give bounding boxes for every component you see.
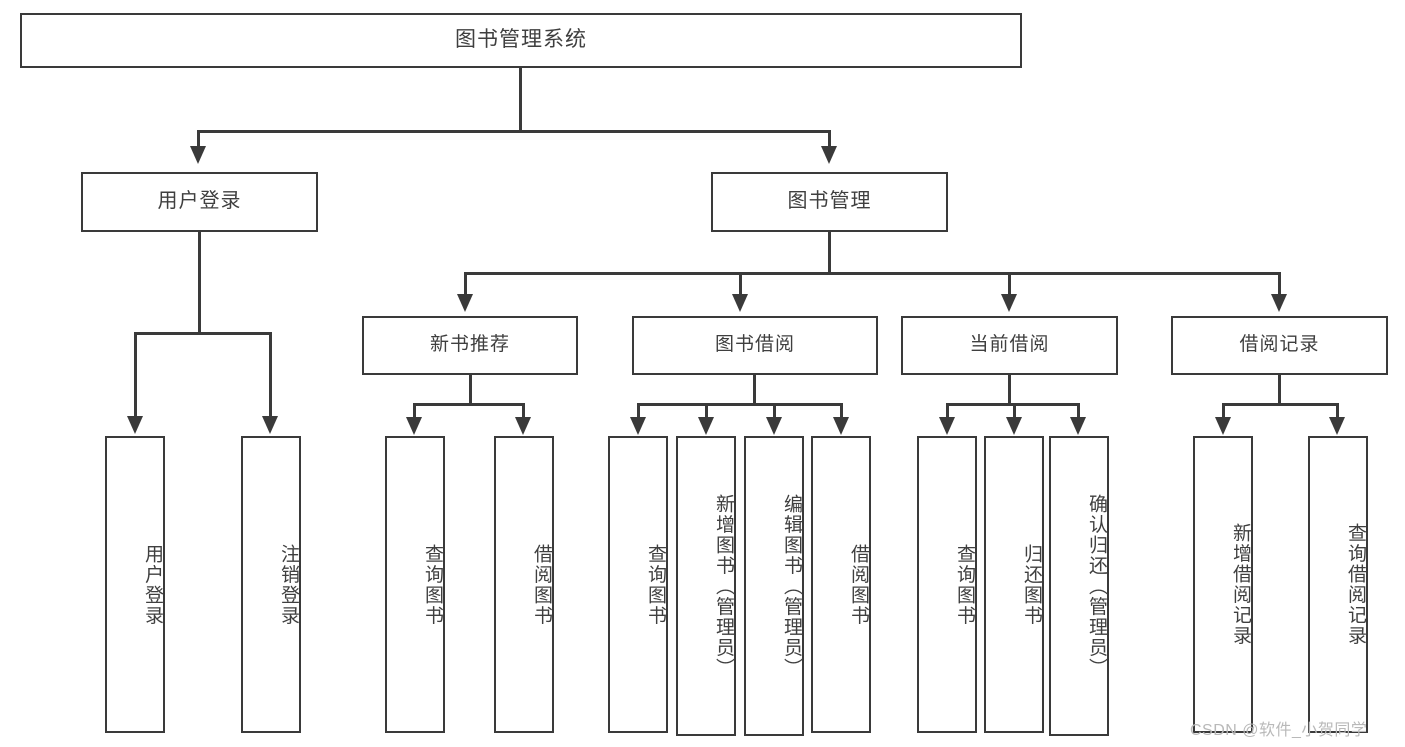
node-label: 注销登录 bbox=[278, 543, 299, 626]
leaf-cb-query-book[interactable]: 查询图书 bbox=[917, 436, 977, 733]
node-label: 用户登录 bbox=[157, 190, 242, 213]
leaf-cb-confirm-return-admin[interactable]: 确认归还（管理员） bbox=[1049, 436, 1109, 736]
node-user-login[interactable]: 用户登录 bbox=[81, 172, 318, 232]
connector-bb-drop-1 bbox=[637, 403, 640, 419]
connector-nbr-drop-2 bbox=[522, 403, 525, 419]
connector-br-bus bbox=[1222, 403, 1339, 406]
node-new-book-recommend[interactable]: 新书推荐 bbox=[362, 316, 578, 375]
arrow-to-leaf-cb-3 bbox=[1070, 417, 1086, 435]
connector-bm-drop-2 bbox=[739, 272, 742, 296]
node-label: 查询图书 bbox=[954, 543, 975, 626]
arrow-to-book-management bbox=[821, 146, 837, 164]
connector-nbr-drop-1 bbox=[413, 403, 416, 419]
connector-user-login-drop-1 bbox=[134, 332, 137, 418]
arrow-to-leaf-cb-1 bbox=[939, 417, 955, 435]
node-borrow-record[interactable]: 借阅记录 bbox=[1171, 316, 1388, 375]
leaf-bb-edit-book-admin[interactable]: 编辑图书（管理员） bbox=[744, 436, 804, 736]
leaf-bb-add-book-admin[interactable]: 新增图书（管理员） bbox=[676, 436, 736, 736]
node-label: 图书管理系统 bbox=[455, 28, 587, 52]
leaf-br-query-record[interactable]: 查询借阅记录 bbox=[1308, 436, 1368, 733]
node-label: 用户登录 bbox=[142, 543, 163, 626]
connector-bb-stem bbox=[753, 375, 756, 405]
connector-cb-drop-1 bbox=[946, 403, 949, 419]
arrow-to-leaf-bb-4 bbox=[833, 417, 849, 435]
connector-nbr-bus bbox=[413, 403, 525, 406]
connector-br-drop-2 bbox=[1336, 403, 1339, 419]
arrow-to-user-login bbox=[190, 146, 206, 164]
arrow-to-leaf-bb-3 bbox=[766, 417, 782, 435]
leaf-user-login[interactable]: 用户登录 bbox=[105, 436, 165, 733]
connector-book-management-bus bbox=[464, 272, 1278, 275]
leaf-logout[interactable]: 注销登录 bbox=[241, 436, 301, 733]
connector-root-stem bbox=[519, 68, 522, 132]
connector-br-drop-1 bbox=[1222, 403, 1225, 419]
connector-bm-drop-1 bbox=[464, 272, 467, 296]
arrow-to-leaf-user-login bbox=[127, 416, 143, 434]
node-label: 归还图书 bbox=[1021, 543, 1042, 626]
connector-user-login-stem bbox=[198, 232, 201, 334]
connector-book-management-stem bbox=[828, 232, 831, 274]
node-label: 借阅图书 bbox=[531, 543, 552, 626]
node-label: 借阅图书 bbox=[848, 543, 869, 626]
arrow-to-current-borrow bbox=[1001, 294, 1017, 312]
node-label: 新书推荐 bbox=[429, 334, 510, 356]
node-current-borrow[interactable]: 当前借阅 bbox=[901, 316, 1118, 375]
arrow-to-leaf-bb-1 bbox=[630, 417, 646, 435]
leaf-nbr-borrow-book[interactable]: 借阅图书 bbox=[494, 436, 554, 733]
node-root-book-management-system[interactable]: 图书管理系统 bbox=[20, 13, 1022, 68]
arrow-to-leaf-logout bbox=[262, 416, 278, 434]
connector-nbr-stem bbox=[469, 375, 472, 405]
node-label: 图书管理 bbox=[787, 190, 872, 213]
node-label: 当前借阅 bbox=[969, 334, 1050, 356]
connector-bb-drop-4 bbox=[840, 403, 843, 419]
arrow-to-leaf-bb-2 bbox=[698, 417, 714, 435]
arrow-to-leaf-cb-2 bbox=[1006, 417, 1022, 435]
node-label: 新增图书（管理员） bbox=[713, 493, 734, 679]
connector-bm-drop-4 bbox=[1278, 272, 1281, 296]
arrow-to-new-book-recommend bbox=[457, 294, 473, 312]
leaf-cb-return-book[interactable]: 归还图书 bbox=[984, 436, 1044, 733]
node-label: 图书借阅 bbox=[714, 334, 795, 356]
connector-bb-bus bbox=[637, 403, 842, 406]
arrow-to-leaf-nbr-2 bbox=[515, 417, 531, 435]
connector-root-bus bbox=[197, 130, 831, 133]
connector-user-login-drop-2 bbox=[269, 332, 272, 418]
node-label: 借阅记录 bbox=[1239, 334, 1320, 356]
arrow-to-leaf-br-1 bbox=[1215, 417, 1231, 435]
connector-br-stem bbox=[1278, 375, 1281, 405]
arrow-to-leaf-br-2 bbox=[1329, 417, 1345, 435]
connector-bb-drop-2 bbox=[705, 403, 708, 419]
node-book-borrow[interactable]: 图书借阅 bbox=[632, 316, 878, 375]
node-label: 新增借阅记录 bbox=[1230, 523, 1251, 646]
connector-cb-drop-2 bbox=[1013, 403, 1016, 419]
leaf-br-add-record[interactable]: 新增借阅记录 bbox=[1193, 436, 1253, 733]
node-book-management[interactable]: 图书管理 bbox=[711, 172, 948, 232]
node-label: 确认归还（管理员） bbox=[1086, 493, 1107, 679]
node-label: 编辑图书（管理员） bbox=[781, 493, 802, 679]
arrow-to-book-borrow bbox=[732, 294, 748, 312]
connector-bb-drop-3 bbox=[773, 403, 776, 419]
connector-cb-bus bbox=[946, 403, 1079, 406]
connector-root-drop-2 bbox=[828, 130, 831, 148]
leaf-bb-borrow-book[interactable]: 借阅图书 bbox=[811, 436, 871, 733]
node-label: 查询借阅记录 bbox=[1345, 523, 1366, 646]
connector-user-login-bus bbox=[134, 332, 271, 335]
node-label: 查询图书 bbox=[422, 543, 443, 626]
leaf-nbr-query-book[interactable]: 查询图书 bbox=[385, 436, 445, 733]
connector-root-drop-1 bbox=[197, 130, 200, 148]
arrow-to-borrow-record bbox=[1271, 294, 1287, 312]
connector-cb-drop-3 bbox=[1077, 403, 1080, 419]
node-label: 查询图书 bbox=[645, 543, 666, 626]
arrow-to-leaf-nbr-1 bbox=[406, 417, 422, 435]
leaf-bb-query-book[interactable]: 查询图书 bbox=[608, 436, 668, 733]
connector-bm-drop-3 bbox=[1008, 272, 1011, 296]
connector-cb-stem bbox=[1008, 375, 1011, 405]
